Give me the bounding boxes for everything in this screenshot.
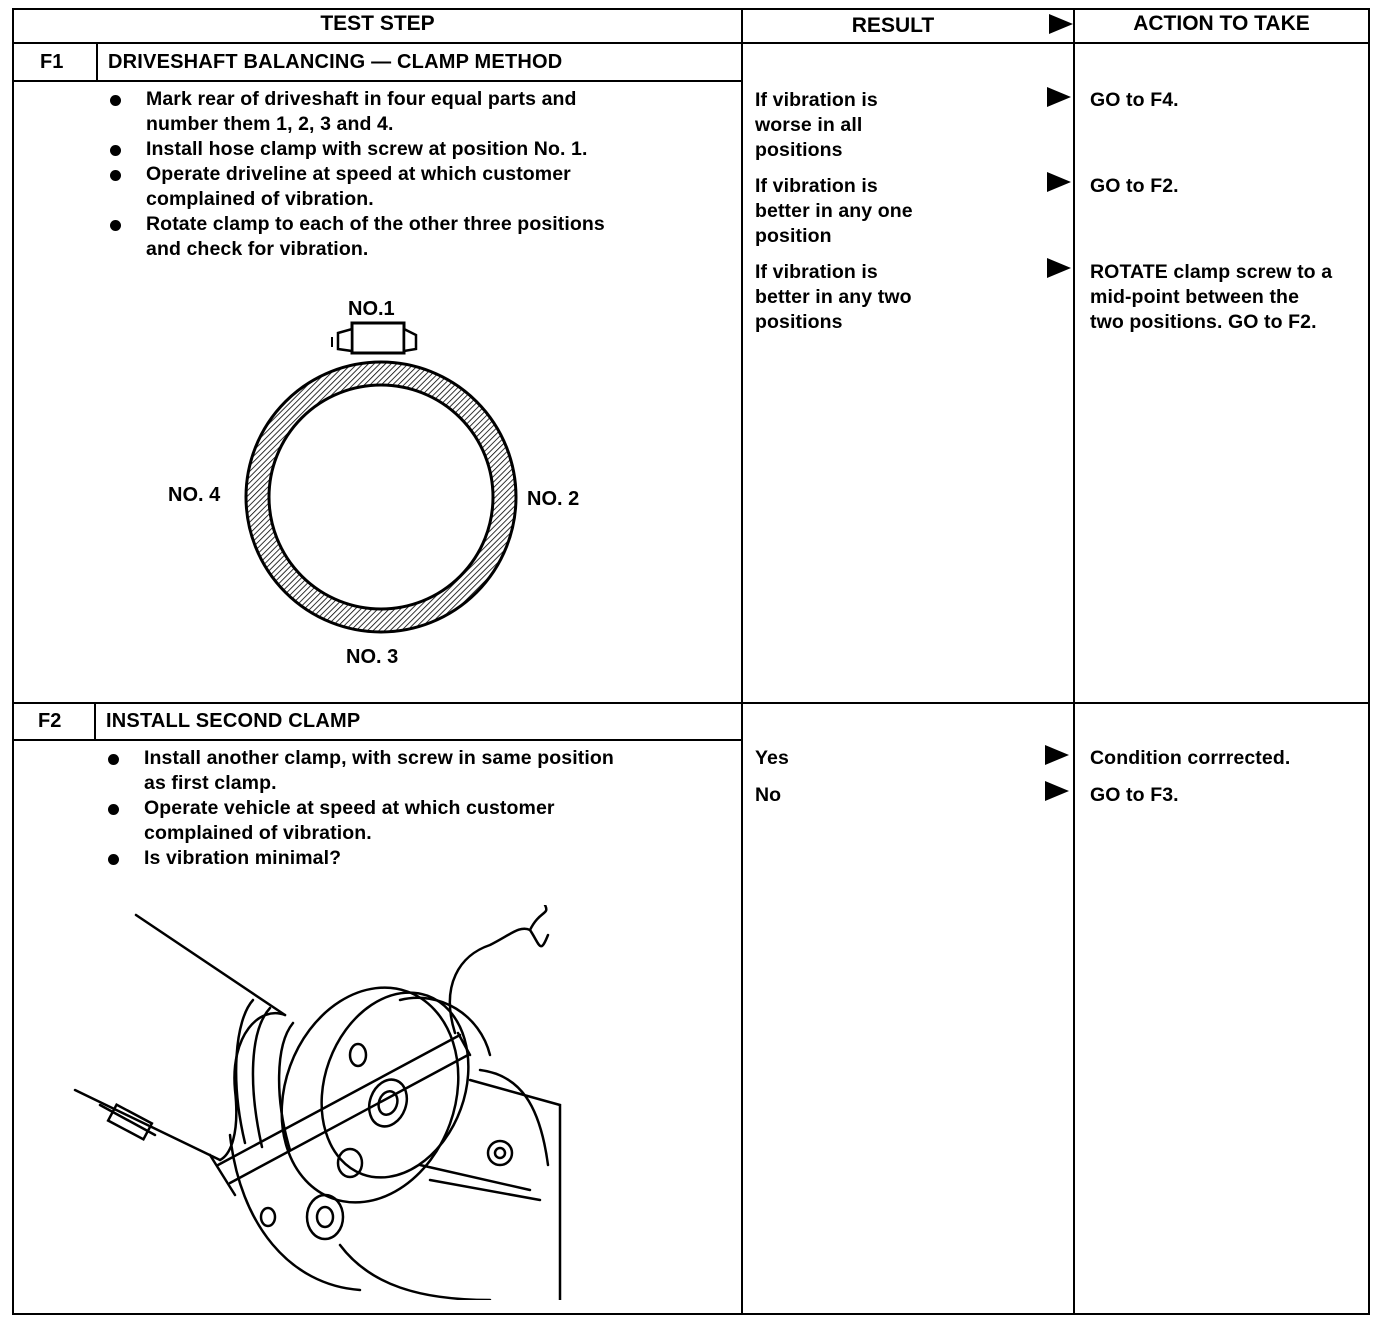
- f1-step-item: Operate driveline at speed at which cust…: [110, 162, 730, 212]
- result-arrow-icon: [1047, 258, 1071, 278]
- position-label-right: NO. 2: [527, 488, 580, 510]
- table-top-border: [12, 8, 1370, 10]
- f2-id-border: [94, 704, 96, 740]
- f1-step-list: Mark rear of driveshaft in four equal pa…: [110, 87, 730, 262]
- position-label-left: NO. 4: [168, 484, 221, 506]
- f1-action-3: ROTATE clamp screw to a mid-point betwee…: [1090, 261, 1333, 333]
- table-left-border: [12, 8, 14, 1315]
- f2-result-no: No: [755, 784, 782, 806]
- f2-step-item: Is vibration minimal?: [108, 846, 733, 871]
- step-reference[interactable]: F3: [1150, 784, 1174, 806]
- f2-action-yes: Condition corrrected.: [1090, 747, 1291, 769]
- clamp-position-diagram: [244, 321, 518, 634]
- position-label-bottom: NO. 3: [346, 646, 399, 668]
- f1-step-item: Mark rear of driveshaft in four equal pa…: [110, 87, 730, 137]
- step-reference[interactable]: F2: [1288, 311, 1312, 333]
- header-arrow-icon: [1049, 14, 1073, 34]
- header-result: RESULT: [851, 14, 935, 37]
- f1-title-bottom-border: [12, 80, 743, 82]
- table-right-border: [1368, 8, 1370, 1315]
- f1-action-1: GO to F4.: [1090, 89, 1179, 111]
- bullet-icon: [108, 754, 119, 765]
- header-bottom-border: [12, 42, 1370, 44]
- hose-clamp-icon: [331, 321, 418, 355]
- table-bottom-border: [12, 1313, 1370, 1315]
- f1-step-item: Install hose clamp with screw at positio…: [110, 137, 730, 162]
- f2-step-id: F2: [38, 710, 62, 732]
- action-column-border: [1073, 8, 1075, 1315]
- result-arrow-icon: [1047, 172, 1071, 192]
- result-arrow-icon: [1045, 745, 1069, 765]
- f1-step-title: DRIVESHAFT BALANCING — CLAMP METHOD: [108, 51, 563, 73]
- bullet-icon: [110, 170, 121, 181]
- bullet-icon: [110, 220, 121, 231]
- header-action: ACTION TO TAKE: [1133, 12, 1310, 35]
- f2-step-list: Install another clamp, with screw in sam…: [108, 746, 733, 871]
- result-column-border: [741, 8, 743, 1315]
- f2-action-no: GO to F3.: [1090, 784, 1179, 806]
- second-clamp-illustration: [73, 905, 562, 1300]
- f2-step-item: Install another clamp, with screw in sam…: [108, 746, 733, 796]
- f2-step-title: INSTALL SECOND CLAMP: [106, 710, 361, 732]
- f1-section-border: [12, 702, 1370, 704]
- bullet-icon: [110, 145, 121, 156]
- step-reference[interactable]: F4: [1150, 89, 1174, 111]
- driveshaft-ring: [244, 360, 518, 634]
- f2-title-bottom-border: [12, 739, 743, 741]
- f2-result-yes: Yes: [755, 747, 789, 769]
- header-test-step: TEST STEP: [320, 12, 435, 35]
- result-arrow-icon: [1045, 781, 1069, 801]
- f1-step-id: F1: [40, 51, 64, 73]
- bullet-icon: [108, 854, 119, 865]
- result-arrow-icon: [1047, 87, 1071, 107]
- f1-action-2: GO to F2.: [1090, 175, 1179, 197]
- f1-step-item: Rotate clamp to each of the other three …: [110, 212, 730, 262]
- f2-step-item: Operate vehicle at speed at which custom…: [108, 796, 733, 846]
- position-label-top: NO.1: [348, 298, 395, 320]
- bullet-icon: [108, 804, 119, 815]
- step-reference[interactable]: F2: [1150, 175, 1174, 197]
- f1-id-border: [96, 44, 98, 81]
- bullet-icon: [110, 95, 121, 106]
